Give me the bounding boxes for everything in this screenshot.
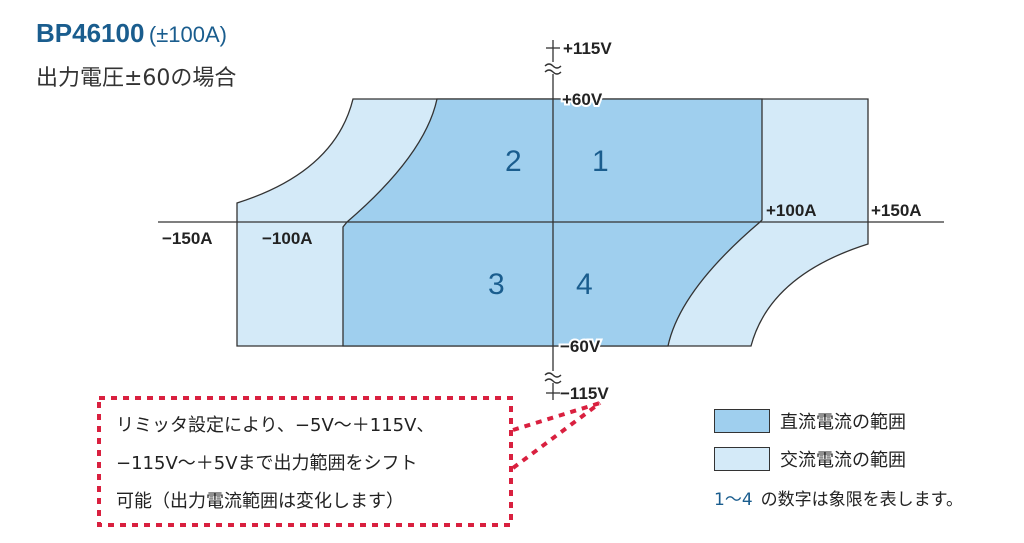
limiter-note: リミッタ設定により、−5V〜＋115V、 −115V〜＋5Vまで出力範囲をシフト…: [116, 407, 434, 521]
quadrant-note: 1〜4 の数字は象限を表します。: [714, 485, 963, 510]
note-line: 可能（出力電流範囲は変化します）: [116, 491, 404, 512]
axis-break-top: [544, 62, 562, 75]
quadrant-1: 1: [592, 145, 609, 178]
label-plus-115v: +115V: [563, 39, 612, 58]
ac-swatch: [714, 447, 770, 471]
note-pointer-upper: [512, 401, 601, 432]
quadrant-3: 3: [488, 268, 505, 301]
label-plus-100a: +100A: [766, 201, 817, 220]
chart-title: BP46100 (±100A): [36, 18, 227, 49]
label-plus-60v: +60V: [562, 90, 603, 109]
label-minus-100a: −100A: [262, 229, 313, 248]
legend-ac: 交流電流の範囲: [714, 446, 906, 472]
note-line: −115V〜＋5Vまで出力範囲をシフト: [116, 453, 418, 474]
axis-break-bottom: [544, 371, 562, 384]
note-box: [97, 396, 513, 527]
dc-swatch: [714, 409, 770, 433]
label-minus-115v: −115V: [560, 384, 609, 403]
model-name: BP46100: [36, 18, 145, 48]
label-minus-60v: −60V: [560, 337, 601, 356]
note-pointer-lower: [511, 401, 602, 470]
legend-dc-label: 直流電流の範囲: [780, 412, 906, 433]
chart-subtitle: 出力電圧±60の場合: [36, 66, 237, 91]
quadrant-2: 2: [505, 145, 522, 178]
note-line: リミッタ設定により、−5V〜＋115V、: [116, 415, 435, 436]
quadrant-4: 4: [576, 268, 593, 301]
quadrant-range: 1〜4: [714, 490, 753, 510]
quadrant-note-text: の数字は象限を表します。: [760, 490, 963, 510]
current-rating: (±100A): [148, 22, 227, 47]
label-minus-150a: −150A: [162, 229, 213, 248]
label-plus-150a: +150A: [871, 201, 922, 220]
legend-dc: 直流電流の範囲: [714, 408, 906, 434]
legend-ac-label: 交流電流の範囲: [780, 450, 906, 471]
